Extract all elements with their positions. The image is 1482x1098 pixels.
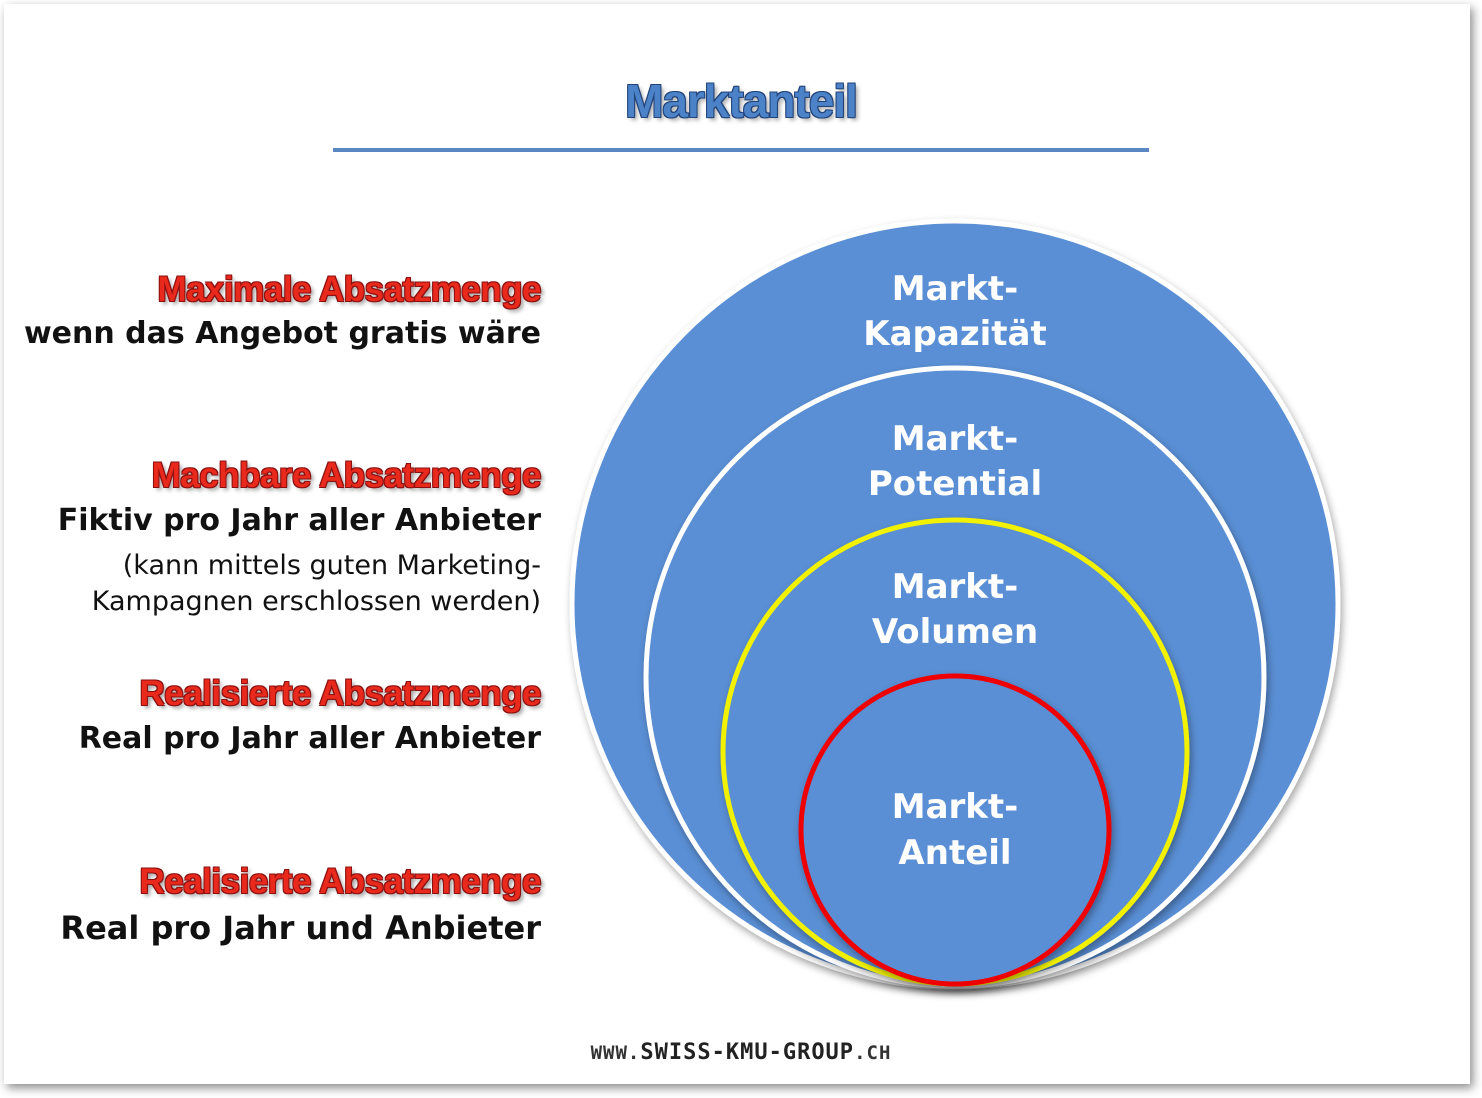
footer-website: WWW.SWISS-KMU-GROUP.CH bbox=[0, 1040, 1482, 1065]
label-realisierte-2-text: Real pro Jahr und Anbieter bbox=[60, 909, 541, 947]
circle-markt-anteil bbox=[798, 673, 1112, 987]
circle-potential-line2: Potential bbox=[868, 464, 1042, 504]
circle-anteil-line2: Anteil bbox=[898, 833, 1011, 873]
title-underline bbox=[333, 148, 1149, 152]
circle-anteil-line1: Markt- bbox=[892, 787, 1019, 827]
circle-kapazitaet-line2: Kapazität bbox=[863, 314, 1046, 354]
label-maximale-text: wenn das Angebot gratis wäre bbox=[23, 316, 541, 351]
circle-potential-line1: Markt- bbox=[892, 419, 1019, 459]
footer-suffix: .CH bbox=[854, 1042, 892, 1064]
label-realisierte-1-text: Real pro Jahr aller Anbieter bbox=[78, 721, 541, 756]
label-realisierte-2-heading: Realisierte Absatzmenge bbox=[139, 862, 541, 901]
label-realisierte-1-heading: Realisierte Absatzmenge bbox=[139, 674, 541, 713]
page-title: Marktanteil bbox=[625, 75, 858, 127]
label-machbare-heading: Machbare Absatzmenge bbox=[151, 456, 542, 495]
circle-volumen-line2: Volumen bbox=[872, 612, 1038, 652]
label-machbare-note-2: Kampagnen erschlossen werden) bbox=[91, 586, 541, 617]
circle-volumen-line1: Markt- bbox=[892, 567, 1019, 607]
label-machbare-text: Fiktiv pro Jahr aller Anbieter bbox=[57, 503, 541, 538]
circle-kapazitaet-line1: Markt- bbox=[892, 269, 1019, 309]
footer-domain: SWISS-KMU-GROUP bbox=[640, 1040, 855, 1065]
label-maximale-heading: Maximale Absatzmenge bbox=[157, 270, 541, 309]
footer-prefix: WWW. bbox=[590, 1042, 641, 1064]
label-machbare-note-1: (kann mittels guten Marketing- bbox=[122, 550, 541, 581]
